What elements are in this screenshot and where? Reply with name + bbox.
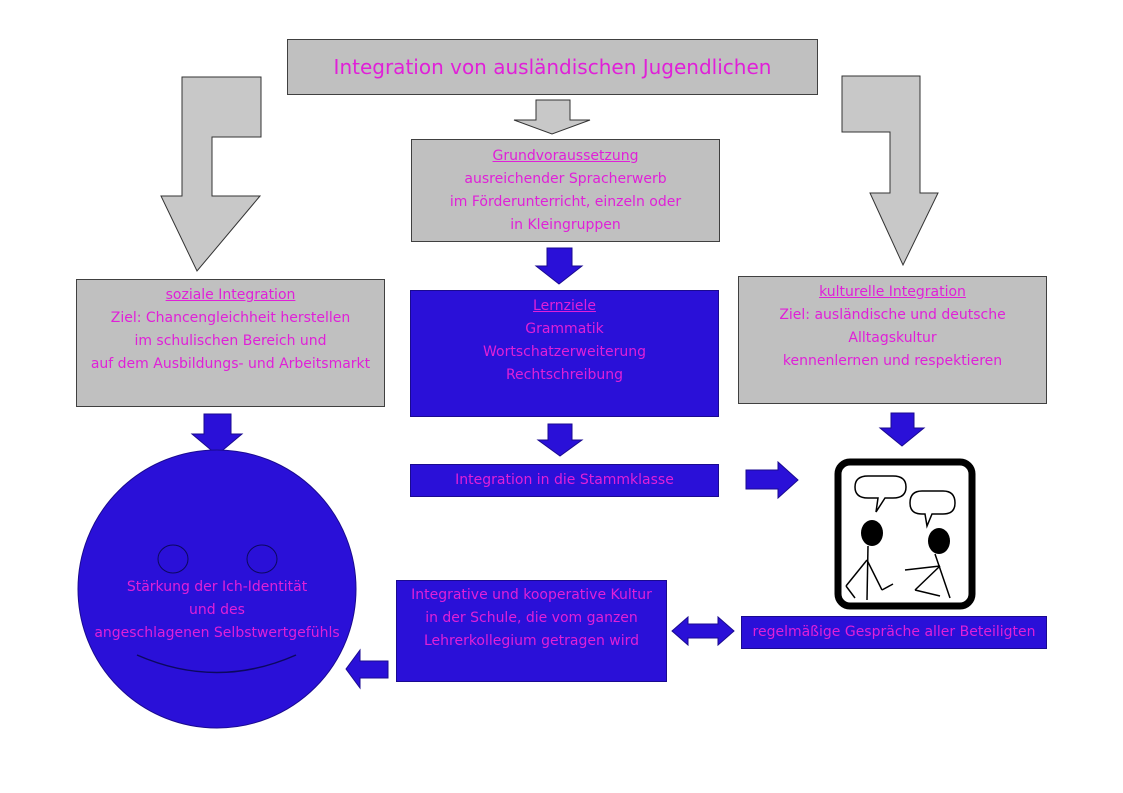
face-line: Stärkung der Ich-Identität: [126, 579, 308, 595]
arrow-title-to-grund: [513, 99, 591, 135]
grund-line: im Förderunterricht, einzeln oder: [449, 193, 682, 210]
arrow-kultur-to-face: [345, 648, 389, 690]
arrow-stammklasse-to-icon: [745, 460, 799, 500]
grund-line: ausreichender Spracherwerb: [464, 170, 667, 187]
kulturelle-integration-box: kulturelle Integration Ziel: ausländisch…: [738, 276, 1047, 404]
kultur-line: Integrative und kooperative Kultur: [411, 587, 652, 603]
face-text: Stärkung der Ich-Identität und des anges…: [78, 576, 356, 645]
gespraeche-box: regelmäßige Gespräche aller Beteiligten: [741, 616, 1047, 649]
sozial-line: auf dem Ausbildungs- und Arbeitsmarkt: [90, 356, 371, 372]
stammklasse-label: Integration in die Stammklasse: [455, 472, 674, 488]
sozial-heading: soziale Integration: [165, 287, 296, 303]
arrow-title-to-sozial: [160, 76, 262, 272]
double-arrow-kultur-gespraeche: [671, 615, 735, 647]
kultur-box: Integrative und kooperative Kultur in de…: [396, 580, 667, 682]
kultur-line: Lehrerkollegium getragen wird: [423, 633, 640, 649]
gespraeche-label: regelmäßige Gespräche aller Beteiligten: [752, 624, 1036, 640]
kulturell-line: kennenlernen und respektieren: [782, 353, 1003, 369]
lernziele-line: Rechtschreibung: [505, 367, 624, 383]
arrow-title-to-kulturell: [841, 75, 939, 267]
right-eye: [246, 544, 278, 574]
kulturell-line: Ziel: ausländische und deutsche: [779, 307, 1006, 323]
face-line: angeschlagenen Selbstwertgefühls: [94, 625, 340, 641]
title-box: Integration von ausländischen Jugendlich…: [287, 39, 818, 95]
kulturell-line: Alltagskultur: [848, 330, 937, 346]
lernziele-line: Grammatik: [525, 321, 604, 337]
stammklasse-box: Integration in die Stammklasse: [410, 464, 719, 497]
kulturell-heading: kulturelle Integration: [819, 284, 966, 300]
lernziele-heading: Lernziele: [533, 298, 596, 314]
left-eye: [157, 544, 189, 574]
grundvoraussetzung-box: Grundvoraussetzung ausreichender Sprache…: [411, 139, 720, 242]
arrow-kulturell-to-icon: [878, 412, 926, 447]
sozial-line: Ziel: Chancengleichheit herstellen: [110, 310, 351, 326]
kultur-line: in der Schule, die vom ganzen: [425, 610, 638, 626]
arrow-sozial-to-face: [190, 413, 244, 456]
face-line: und des: [189, 602, 245, 618]
arrow-grund-to-lernziele: [534, 247, 584, 285]
sozial-line: im schulischen Bereich und: [134, 333, 327, 349]
grund-line: in Kleingruppen: [510, 216, 621, 233]
smile-mouth: [136, 654, 297, 674]
lernziele-box: Lernziele Grammatik Wortschatzerweiterun…: [410, 290, 719, 417]
grund-heading: Grundvoraussetzung: [492, 147, 639, 164]
smiley-face: [77, 449, 357, 729]
page-title: Integration von ausländischen Jugendlich…: [333, 55, 772, 79]
soziale-integration-box: soziale Integration Ziel: Chancengleichh…: [76, 279, 385, 407]
lernziele-line: Wortschatzerweiterung: [483, 344, 646, 360]
two-people-talking-icon: [834, 458, 976, 610]
arrow-lernziele-to-stammklasse: [536, 423, 584, 457]
